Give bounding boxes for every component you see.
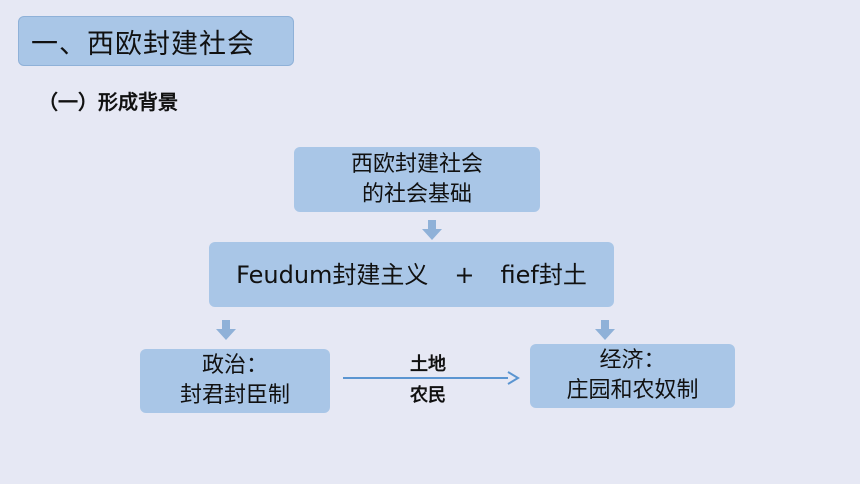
- fief-term: fief封土: [500, 260, 587, 289]
- subtitle: （一）形成背景: [38, 90, 178, 114]
- social-foundation-line2: 的社会基础: [361, 181, 472, 207]
- politics-line1: 政治：: [201, 353, 268, 378]
- social-foundation-box: 西欧封建社会 的社会基础: [294, 147, 540, 212]
- down-arrow-icon: [216, 320, 236, 340]
- section-title-text: 一、西欧封建社会: [31, 28, 255, 60]
- down-arrow-icon: [422, 220, 442, 240]
- politics-box: 政治： 封君封臣制: [140, 349, 330, 413]
- social-foundation-line1: 西欧封建社会: [350, 151, 483, 177]
- feudalism-origin-line: Feudum封建主义 + fief封土: [236, 260, 587, 290]
- economy-line1: 经济：: [599, 348, 666, 373]
- plus-sign: +: [454, 260, 475, 289]
- feudum-term: Feudum封建主义: [236, 260, 429, 289]
- section-title: 一、西欧封建社会: [18, 16, 294, 66]
- feudalism-origin-box: Feudum封建主义 + fief封土: [209, 242, 614, 307]
- politics-line2: 封君封臣制: [179, 383, 290, 408]
- down-arrow-icon: [595, 320, 615, 340]
- link-label-land: 土地: [410, 354, 446, 375]
- link-label-peasants: 农民: [410, 385, 446, 406]
- economy-line2: 庄园和农奴制: [566, 378, 699, 403]
- economy-box: 经济： 庄园和农奴制: [530, 344, 735, 408]
